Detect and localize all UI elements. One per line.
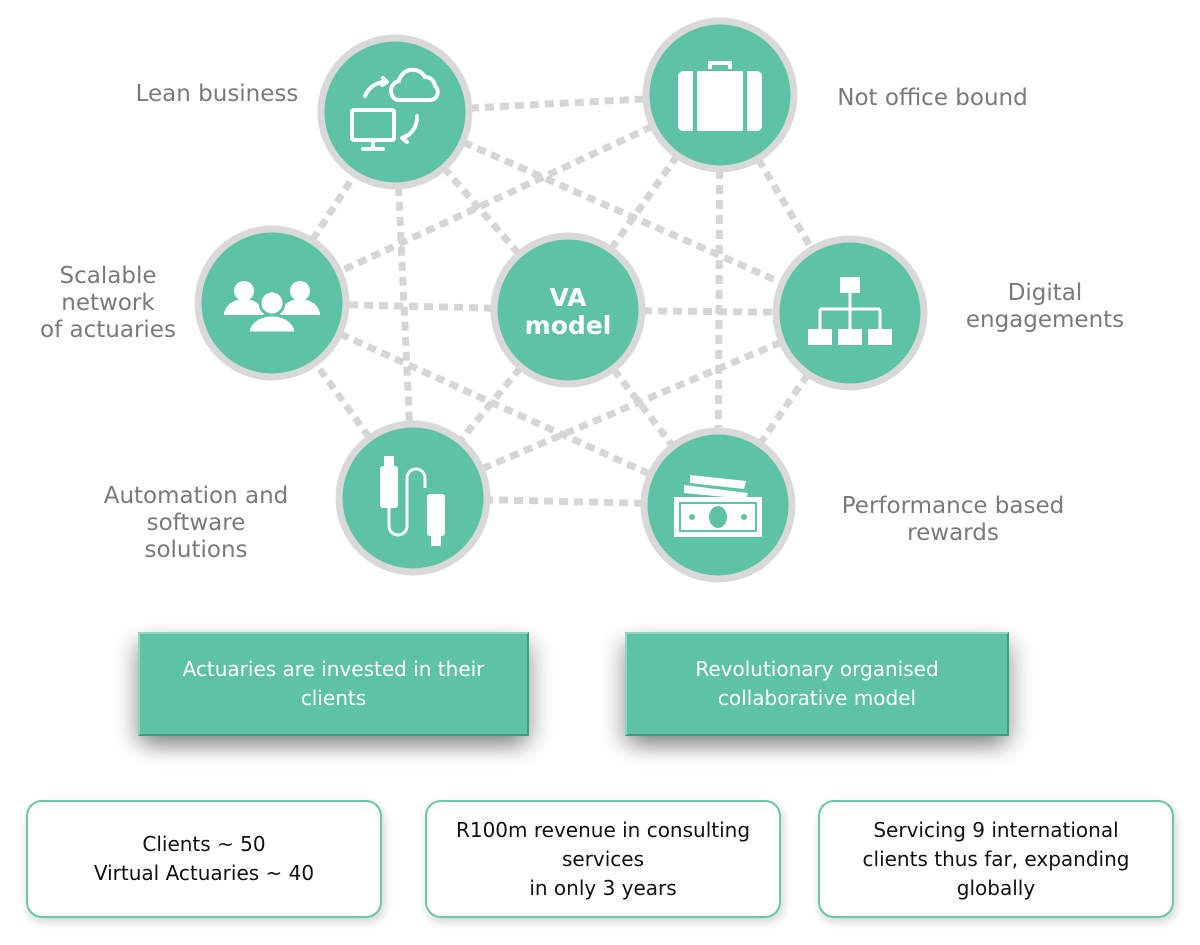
stat-line: clients thus far, expanding	[862, 846, 1130, 871]
label-line: Lean business	[135, 81, 299, 107]
label-performance-rewards: Performance based rewards	[815, 493, 1091, 547]
highlight-line: Actuaries are invested in their	[182, 657, 485, 681]
label-line: Scalable	[59, 263, 157, 289]
node-scalable-network	[194, 225, 350, 381]
connector-line	[393, 108, 852, 317]
stat-line: Servicing 9 international	[873, 817, 1119, 842]
label-line: of actuaries	[40, 317, 176, 343]
label-line: rewards	[907, 520, 999, 546]
label-line: software	[146, 510, 246, 536]
center-label-line2: model	[525, 311, 612, 340]
stat-line: services	[561, 846, 645, 871]
highlight-box-collaborative: Revolutionary organised collaborative mo…	[625, 632, 1009, 736]
stat-box-international: Servicing 9 international clients thus f…	[818, 800, 1174, 918]
node-performance-rewards	[640, 427, 796, 583]
stat-box-revenue: R100m revenue in consulting services in …	[425, 800, 781, 918]
label-line: Automation and	[103, 483, 289, 509]
highlight-line: collaborative model	[717, 686, 917, 710]
label-line: engagements	[965, 307, 1125, 333]
people-group-icon	[224, 281, 320, 335]
highlight-line: Revolutionary organised	[695, 657, 939, 681]
highlight-box-invested: Actuaries are invested in their clients	[138, 632, 529, 736]
center-label-line1: VA	[550, 283, 588, 312]
stat-line: in only 3 years	[529, 875, 677, 900]
label-line: Digital	[1007, 280, 1083, 306]
stat-line: globally	[956, 875, 1036, 900]
node-lean-business	[317, 34, 473, 190]
label-line: Not office bound	[837, 85, 1028, 111]
node-not-office-bound	[642, 17, 798, 173]
label-not-office-bound: Not office bound	[810, 85, 1055, 112]
usb-cable-icon	[380, 456, 445, 546]
label-line: network	[61, 290, 155, 316]
org-chart-icon	[808, 277, 892, 345]
node-digital-engagements	[772, 235, 928, 391]
briefcase-icon	[678, 61, 762, 131]
label-line: Performance based	[841, 493, 1065, 519]
cloud-computer-sync-icon	[350, 67, 440, 151]
va-model-network-diagram: VA model	[194, 17, 928, 583]
stat-line: Clients ~ 50	[142, 832, 266, 856]
connector-line	[565, 307, 721, 508]
stat-line: Virtual Actuaries ~ 40	[93, 861, 315, 885]
node-va-model-center: VA model	[490, 232, 646, 388]
highlight-line: clients	[300, 686, 367, 710]
connector-line	[270, 299, 720, 509]
connector-line	[411, 309, 852, 502]
label-digital-engagements: Digital engagements	[945, 280, 1145, 334]
label-scalable-network: Scalable network of actuaries	[18, 263, 198, 344]
stat-line: R100m revenue in consulting	[455, 817, 751, 842]
label-line: solutions	[144, 537, 248, 563]
label-automation-software: Automation and software solutions	[82, 483, 310, 564]
stat-box-clients: Clients ~ 50 Virtual Actuaries ~ 40	[26, 800, 382, 918]
money-bills-icon	[674, 475, 762, 537]
node-automation-software	[335, 420, 491, 576]
connector-line	[270, 91, 722, 307]
label-lean-business: Lean business	[112, 81, 322, 108]
